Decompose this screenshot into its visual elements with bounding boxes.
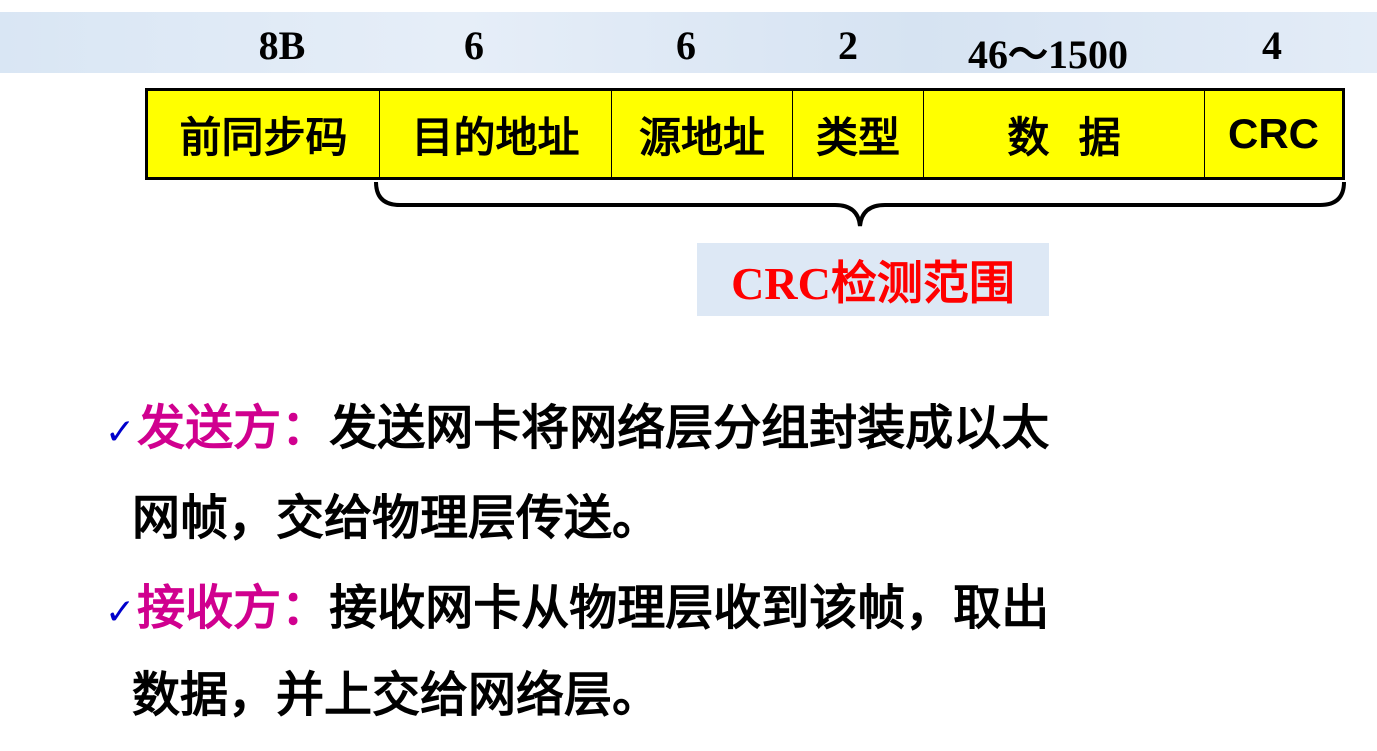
size-data: 46～1500 bbox=[968, 32, 1128, 77]
field-src-address: 源地址 bbox=[612, 91, 793, 177]
size-dest: 6 bbox=[464, 23, 484, 68]
sender-text-2: 网帧，交给物理层传送。 bbox=[132, 490, 661, 546]
field-data: 数 据 bbox=[924, 91, 1205, 177]
sender-key: 发送方： bbox=[137, 400, 330, 456]
size-preamble: 8B bbox=[258, 23, 306, 68]
brace bbox=[374, 181, 1346, 227]
header-band bbox=[0, 12, 1377, 73]
checkmark-icon: ✓ bbox=[105, 412, 136, 453]
receiver-text-2: 数据，并上交给网络层。 bbox=[132, 667, 661, 723]
bullet-receiver: ✓接收方：接收网卡从物理层收到该帧，取出 bbox=[105, 568, 1049, 638]
sender-text-1: 发送网卡将网络层分组封装成以太 bbox=[329, 400, 1050, 456]
size-crc: 4 bbox=[1262, 23, 1282, 68]
ethernet-frame: 前同步码 目的地址 源地址 类型 数 据 CRC bbox=[145, 88, 1345, 180]
receiver-key: 接收方： bbox=[137, 580, 330, 636]
checkmark-icon: ✓ bbox=[105, 592, 136, 633]
field-preamble: 前同步码 bbox=[148, 91, 380, 177]
bullet-sender: ✓发送方：发送网卡将网络层分组封装成以太 bbox=[105, 388, 1049, 458]
field-crc: CRC bbox=[1228, 110, 1319, 157]
size-src: 6 bbox=[676, 23, 696, 68]
field-dest-address: 目的地址 bbox=[380, 91, 612, 177]
size-type: 2 bbox=[838, 23, 858, 68]
receiver-text-1: 接收网卡从物理层收到该帧，取出 bbox=[329, 580, 1050, 636]
crc-range-label: CRC检测范围 bbox=[697, 243, 1049, 316]
field-type: 类型 bbox=[793, 91, 924, 177]
